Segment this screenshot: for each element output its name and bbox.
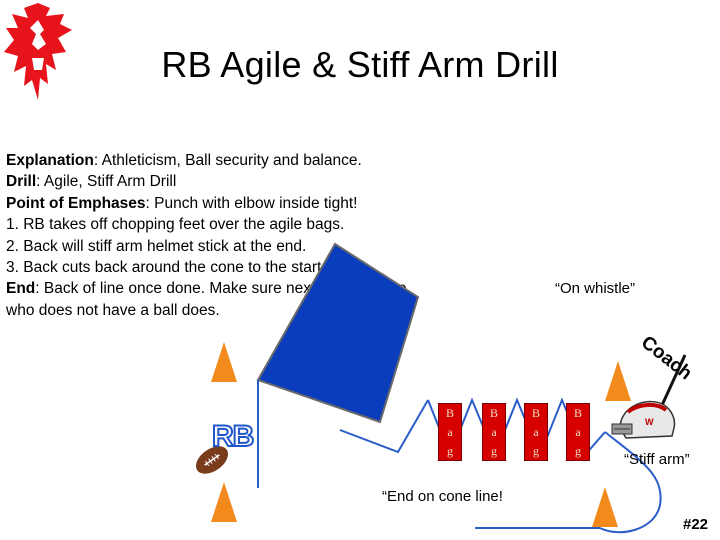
cone-top-right xyxy=(605,361,631,401)
slide-number: #22 xyxy=(683,516,709,533)
end-line-2: who does not have a ball does. xyxy=(6,301,220,319)
end-label: End xyxy=(6,280,36,298)
explanation-text: Explanation: Athleticism, Ball security … xyxy=(6,150,446,321)
on-whistle-label: “On whistle” xyxy=(555,280,636,297)
step-3: 3. Back cuts back around the cone to the… xyxy=(6,259,326,277)
agile-bag: B a g xyxy=(438,403,462,461)
explanation-line: Explanation: Athleticism, Ball security … xyxy=(6,150,446,171)
svg-text:W: W xyxy=(645,417,654,427)
agile-bag: B a g xyxy=(524,403,548,461)
emphasis-value: : Punch with elbow inside tight! xyxy=(145,194,358,212)
bag-letter: g xyxy=(575,444,581,458)
bag-letter: a xyxy=(491,425,497,439)
stiff-arm-label: “Stiff arm” xyxy=(624,451,690,468)
cone-bottom-left xyxy=(211,482,237,522)
bag-letter: B xyxy=(445,406,454,420)
drill-line: Drill: Agile, Stiff Arm Drill xyxy=(6,171,446,192)
cone-bottom-right xyxy=(592,487,618,527)
agile-bag: B a g xyxy=(482,403,506,461)
step-2: 2. Back will stiff arm helmet stick at t… xyxy=(6,237,307,255)
bag-letter: g xyxy=(491,444,497,458)
emphasis-label: Point of Emphases xyxy=(6,194,146,212)
football-icon xyxy=(195,446,229,474)
bag-letter: g xyxy=(533,444,539,458)
end-on-cone-label: “End on cone line! xyxy=(382,488,503,505)
slide-title: RB Agile & Stiff Arm Drill xyxy=(161,44,559,85)
falcon-logo xyxy=(4,3,72,100)
cone-top-left xyxy=(211,342,237,382)
rb-label: RB xyxy=(211,419,255,454)
bag-letter: a xyxy=(533,425,539,439)
agile-bag: B a g xyxy=(566,403,590,461)
blue-pad xyxy=(256,242,420,424)
drill-value: : Agile, Stiff Arm Drill xyxy=(36,173,177,191)
helmet-icon: W xyxy=(611,400,676,439)
bag-letter: a xyxy=(575,425,581,439)
bag-letter: B xyxy=(489,406,498,420)
rb-path-line xyxy=(599,431,662,534)
bag-letter: a xyxy=(447,425,453,439)
emphasis-line: Point of Emphases: Punch with elbow insi… xyxy=(6,193,446,214)
drill-label: Drill xyxy=(6,173,37,191)
bag-letter: B xyxy=(531,406,540,420)
explanation-value: : Athleticism, Ball security and balance… xyxy=(93,152,362,169)
rb-path-line xyxy=(339,399,429,454)
bag-letter: g xyxy=(447,444,453,458)
bag-letter: B xyxy=(573,406,582,420)
step-1: 1. RB takes off chopping feet over the a… xyxy=(6,216,345,234)
explanation-label: Explanation xyxy=(6,152,94,169)
